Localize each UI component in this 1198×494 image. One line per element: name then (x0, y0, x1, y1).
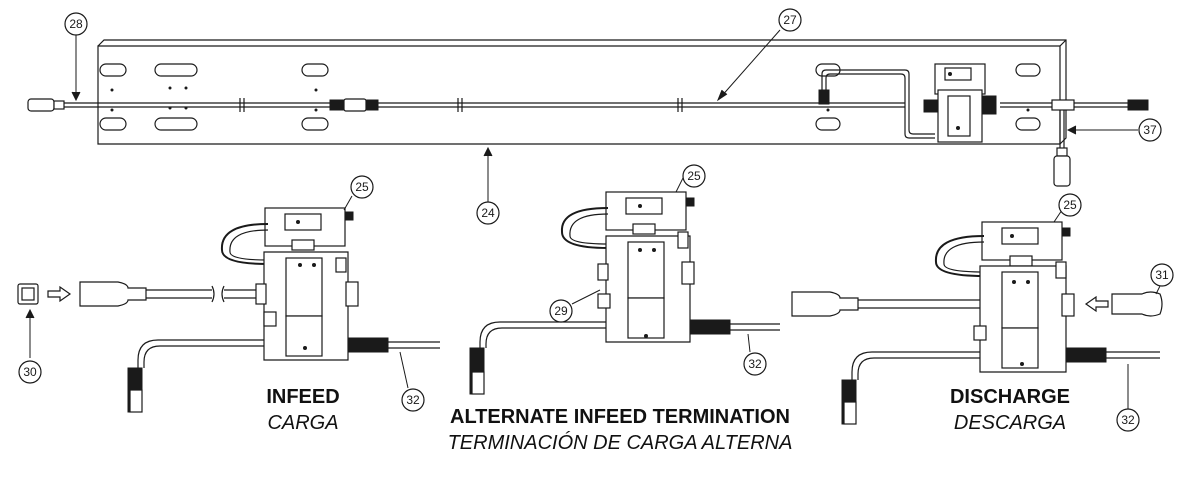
discharge-caption-spanish: DESCARGA (953, 412, 1067, 434)
top-sensor-assembly (923, 63, 997, 143)
callout-32-infeed: 32 (401, 388, 425, 412)
infeed-caption-spanish: CARGA (267, 412, 339, 434)
infeed-caption: INFEED (266, 386, 340, 408)
callout-25-infeed: 25 (350, 175, 374, 199)
leader-lines (25, 29, 1163, 410)
callout-30: 30 (18, 360, 42, 384)
svg-text:27: 27 (783, 13, 797, 27)
mounting-rail (97, 39, 1067, 145)
svg-text:31: 31 (1155, 268, 1169, 282)
callout-28: 28 (64, 12, 88, 36)
svg-text:25: 25 (687, 169, 701, 183)
svg-text:32: 32 (406, 393, 420, 407)
callout-27: 27 (778, 8, 802, 32)
alternate-assembly (469, 191, 780, 395)
svg-text:25: 25 (1063, 198, 1077, 212)
callout-25-alternate: 25 (682, 164, 706, 188)
callout-32-alternate: 32 (743, 352, 767, 376)
callout-31: 31 (1150, 263, 1174, 287)
svg-text:37: 37 (1143, 123, 1157, 137)
callout-32-discharge: 32 (1116, 408, 1140, 432)
callout-24: 24 (476, 201, 500, 225)
top-trunk-cable (27, 69, 1149, 187)
discharge-assembly (791, 221, 1163, 425)
callout-37: 37 (1138, 118, 1162, 142)
discharge-caption: DISCHARGE (949, 386, 1070, 408)
svg-text:32: 32 (1121, 413, 1135, 427)
svg-text:30: 30 (23, 365, 37, 379)
svg-text:32: 32 (748, 357, 762, 371)
svg-text:28: 28 (69, 17, 83, 31)
svg-text:29: 29 (554, 304, 568, 318)
alternate-caption-spanish: TERMINACIÓN DE CARGA ALTERNA (447, 432, 793, 454)
svg-text:24: 24 (481, 206, 495, 220)
callout-29: 29 (549, 299, 573, 323)
svg-text:25: 25 (355, 180, 369, 194)
infeed-assembly (17, 207, 440, 413)
callout-25-discharge: 25 (1058, 193, 1082, 217)
alternate-caption: ALTERNATE INFEED TERMINATION (450, 406, 790, 428)
